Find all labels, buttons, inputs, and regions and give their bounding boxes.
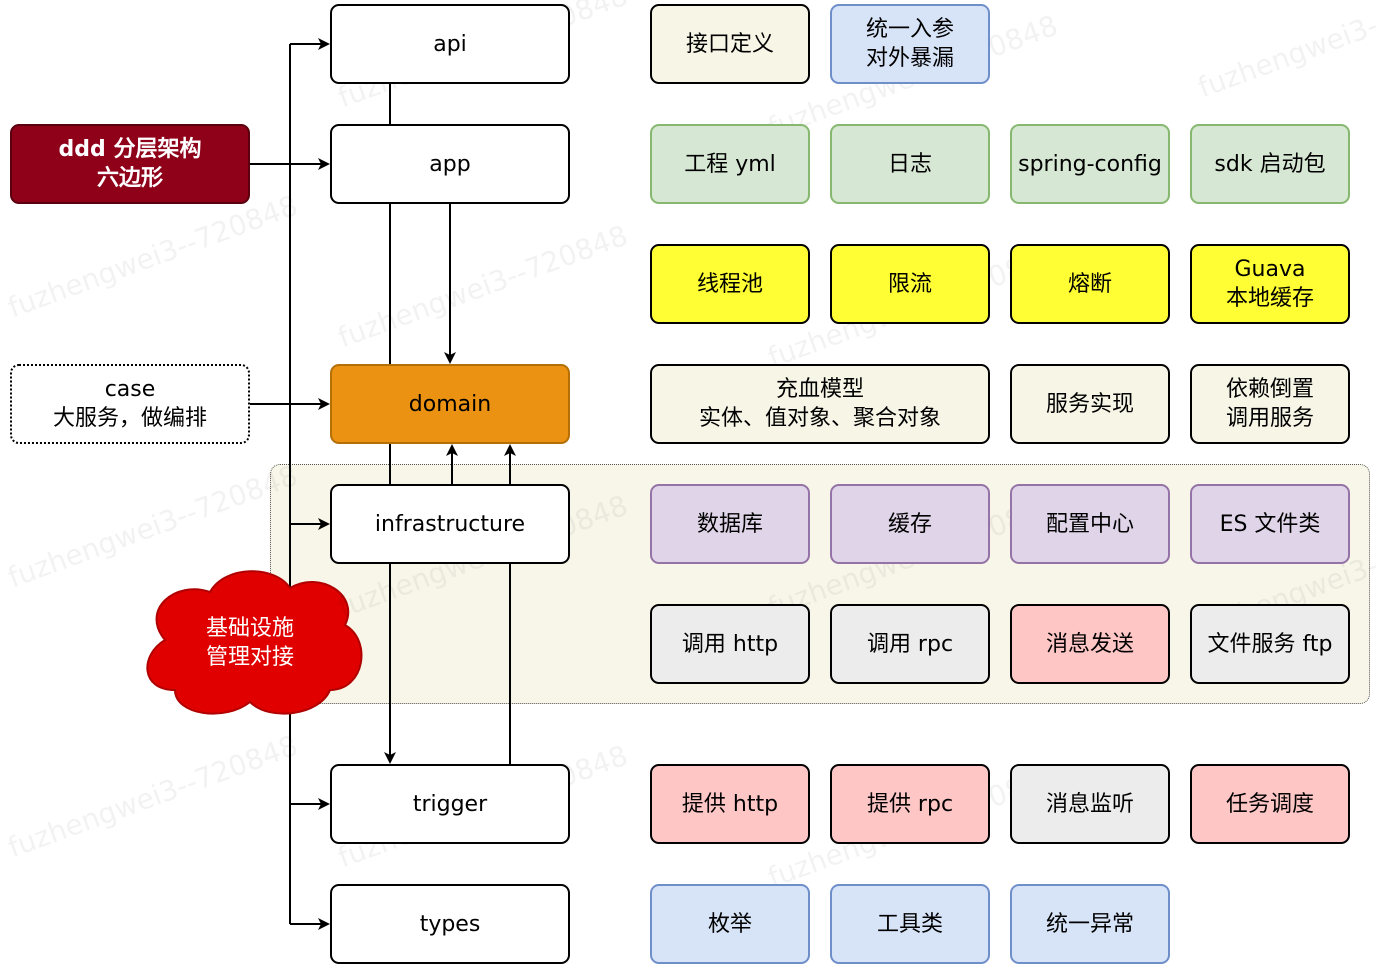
domain-item: 服务实现: [1010, 364, 1170, 444]
layer-infrastructure: infrastructure: [330, 484, 570, 564]
cloud-label: 基础设施 管理对接: [205, 616, 294, 670]
app-extra-item: Guava 本地缓存: [1190, 244, 1350, 324]
app-item: 工程 yml: [650, 124, 810, 204]
layer-api: api: [330, 4, 570, 84]
infra-item: ES 文件类: [1190, 484, 1350, 564]
infra-item: 消息发送: [1010, 604, 1170, 684]
infrastructure-cloud: [146, 570, 363, 715]
layer-types: types: [330, 884, 570, 964]
infra-item: 数据库: [650, 484, 810, 564]
trigger-item: 任务调度: [1190, 764, 1350, 844]
trigger-item: 提供 rpc: [830, 764, 990, 844]
app-item: sdk 启动包: [1190, 124, 1350, 204]
app-extra-item: 限流: [830, 244, 990, 324]
layer-trigger: trigger: [330, 764, 570, 844]
api-item: 接口定义: [650, 4, 810, 84]
layer-app: app: [330, 124, 570, 204]
domain-item: 充血模型 实体、值对象、聚合对象: [650, 364, 990, 444]
case-box: case 大服务，做编排: [10, 364, 250, 444]
infra-item: 缓存: [830, 484, 990, 564]
ddd-title-box: ddd 分层架构 六边形: [10, 124, 250, 204]
infra-item: 调用 http: [650, 604, 810, 684]
infra-item: 文件服务 ftp: [1190, 604, 1350, 684]
infra-item: 配置中心: [1010, 484, 1170, 564]
domain-item: 依赖倒置 调用服务: [1190, 364, 1350, 444]
layer-domain: domain: [330, 364, 570, 444]
infra-item: 调用 rpc: [830, 604, 990, 684]
app-item: spring-config: [1010, 124, 1170, 204]
app-extra-item: 熔断: [1010, 244, 1170, 324]
trigger-item: 消息监听: [1010, 764, 1170, 844]
trigger-item: 提供 http: [650, 764, 810, 844]
api-item: 统一入参 对外暴漏: [830, 4, 990, 84]
types-item: 工具类: [830, 884, 990, 964]
types-item: 枚举: [650, 884, 810, 964]
app-extra-item: 线程池: [650, 244, 810, 324]
types-item: 统一异常: [1010, 884, 1170, 964]
app-item: 日志: [830, 124, 990, 204]
